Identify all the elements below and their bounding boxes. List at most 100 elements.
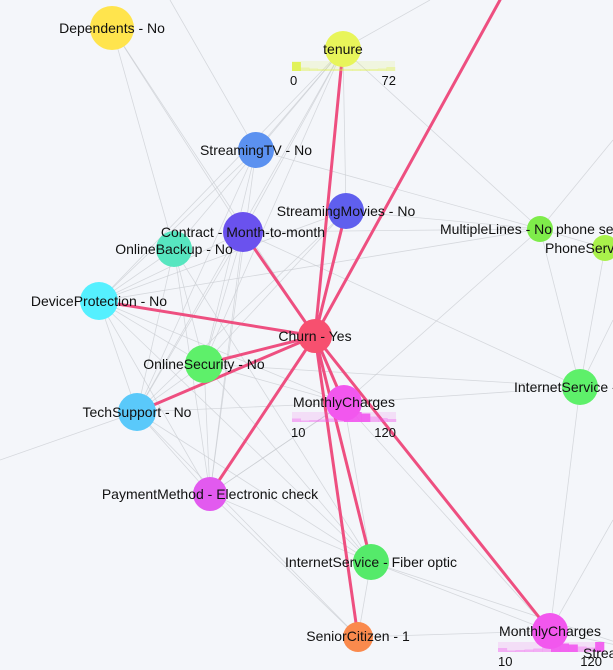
histogram-bar: [326, 418, 336, 422]
grey-edge: [342, 48, 541, 230]
node-onlinesec[interactable]: [185, 345, 223, 383]
grey-edge: [98, 300, 372, 563]
node-deviceprot[interactable]: [80, 282, 118, 320]
histogram-bar: [533, 648, 543, 652]
histogram-bar: [595, 642, 605, 652]
histogram-bar: [559, 643, 569, 652]
grey-edge: [173, 248, 372, 563]
node-label-senior: SeniorCitizen - 1: [306, 628, 410, 644]
node-label-techsupport: TechSupport - No: [83, 404, 192, 420]
node-monthly1[interactable]: [326, 385, 362, 421]
histogram-bar: [369, 69, 379, 71]
node-label-internetfib: InternetService - Fiber optic: [285, 554, 457, 570]
histogram-bar: [498, 648, 508, 652]
churn-edge: [313, 209, 348, 338]
node-label-churn: Churn - Yes: [278, 328, 351, 344]
grey-edge: [255, 149, 541, 230]
grey-edge: [203, 231, 244, 365]
grey-edge: [370, 561, 613, 642]
node-payment[interactable]: [193, 477, 227, 511]
grey-edge: [203, 363, 345, 404]
grey-edge: [242, 48, 344, 233]
node-label-onlinesec: OnlineSecurity - No: [143, 356, 265, 372]
node-churn[interactable]: [298, 319, 332, 353]
node-label-streamingtv: StreamingTV - No: [200, 142, 312, 158]
grey-edge: [136, 210, 347, 413]
churn-edge: [97, 299, 317, 338]
grey-edge: [345, 210, 541, 230]
grey-edge: [136, 149, 257, 413]
node-label-contract: Contract - Month-to-month: [161, 224, 325, 240]
node-techsupport[interactable]: [118, 393, 156, 431]
histogram-min-label: 10: [498, 654, 512, 669]
grey-edge: [549, 386, 581, 632]
grey-edge: [539, 228, 581, 388]
grey-edge: [242, 231, 581, 388]
grey-edge: [98, 300, 211, 495]
node-internetsvc1[interactable]: [562, 369, 598, 405]
histogram-bar: [378, 418, 388, 422]
grey-edge: [203, 210, 347, 365]
node-label-streamingmov: StreamingMovies - No: [277, 203, 416, 219]
node-onlinebackup[interactable]: [156, 231, 192, 267]
node-dependents[interactable]: [90, 6, 134, 50]
background-edges: [0, 0, 613, 645]
grey-edge: [242, 228, 541, 233]
churn-edges: [97, 0, 552, 639]
node-internetfib[interactable]: [353, 544, 389, 580]
node-contract[interactable]: [223, 212, 263, 252]
histogram-bar: [568, 644, 578, 652]
grey-edge: [539, 139, 613, 230]
node-streamingmov[interactable]: [328, 193, 364, 229]
histogram-bar: [551, 645, 561, 652]
churn-edge: [241, 230, 317, 338]
grey-edge: [209, 493, 359, 638]
node-monthly2[interactable]: [532, 613, 568, 649]
grey-edge: [342, 48, 347, 212]
histogram-bar: [292, 418, 301, 422]
churn-edge: [313, 334, 373, 564]
grey-edge: [98, 149, 257, 302]
node-tenure[interactable]: [325, 31, 361, 67]
histogram-bar: [352, 412, 362, 422]
grey-edge: [357, 630, 551, 638]
histogram-bar: [387, 419, 397, 422]
churn-edge: [135, 334, 317, 414]
histogram-bar: [515, 650, 525, 652]
grey-edge: [111, 27, 244, 233]
grey-edge: [136, 411, 372, 563]
node-senior[interactable]: [343, 622, 373, 652]
grey-edge: [203, 363, 211, 495]
node-label-payment: PaymentMethod - Electronic check: [102, 486, 319, 502]
histogram-bar: [317, 69, 327, 71]
node-label-deviceprot: DeviceProtection - No: [31, 293, 167, 309]
grey-edge: [136, 402, 345, 413]
grey-edge: [136, 411, 359, 638]
grey-edge: [98, 48, 344, 302]
histogram-max-label: 120: [580, 654, 602, 669]
histogram-bar: [300, 420, 310, 422]
node-label-monthly2: MonthlyCharges: [499, 623, 601, 639]
grey-edge: [343, 402, 551, 632]
histogram-bar: [343, 69, 353, 71]
grey-edge: [111, 27, 175, 250]
node-multiplelines[interactable]: [527, 216, 553, 242]
node-label-internetsvc1: InternetService -: [514, 379, 613, 395]
grey-edge: [549, 519, 613, 632]
graph-nodes[interactable]: [80, 6, 613, 668]
histogram-bar: [300, 67, 310, 71]
histogram-bar: [506, 650, 516, 652]
histogram-bar: [326, 69, 336, 71]
node-label-dependents: Dependents - No: [59, 20, 165, 36]
grey-edge: [343, 386, 581, 404]
histogram-bar: [586, 647, 596, 652]
histogram-bar: [542, 647, 552, 652]
node-streamingtv[interactable]: [238, 132, 274, 168]
churn-edge: [313, 47, 345, 338]
node-phoneservice[interactable]: [592, 235, 613, 261]
histogram-bar: [370, 416, 379, 422]
grey-edge: [173, 248, 205, 365]
grey-edge: [98, 228, 541, 302]
